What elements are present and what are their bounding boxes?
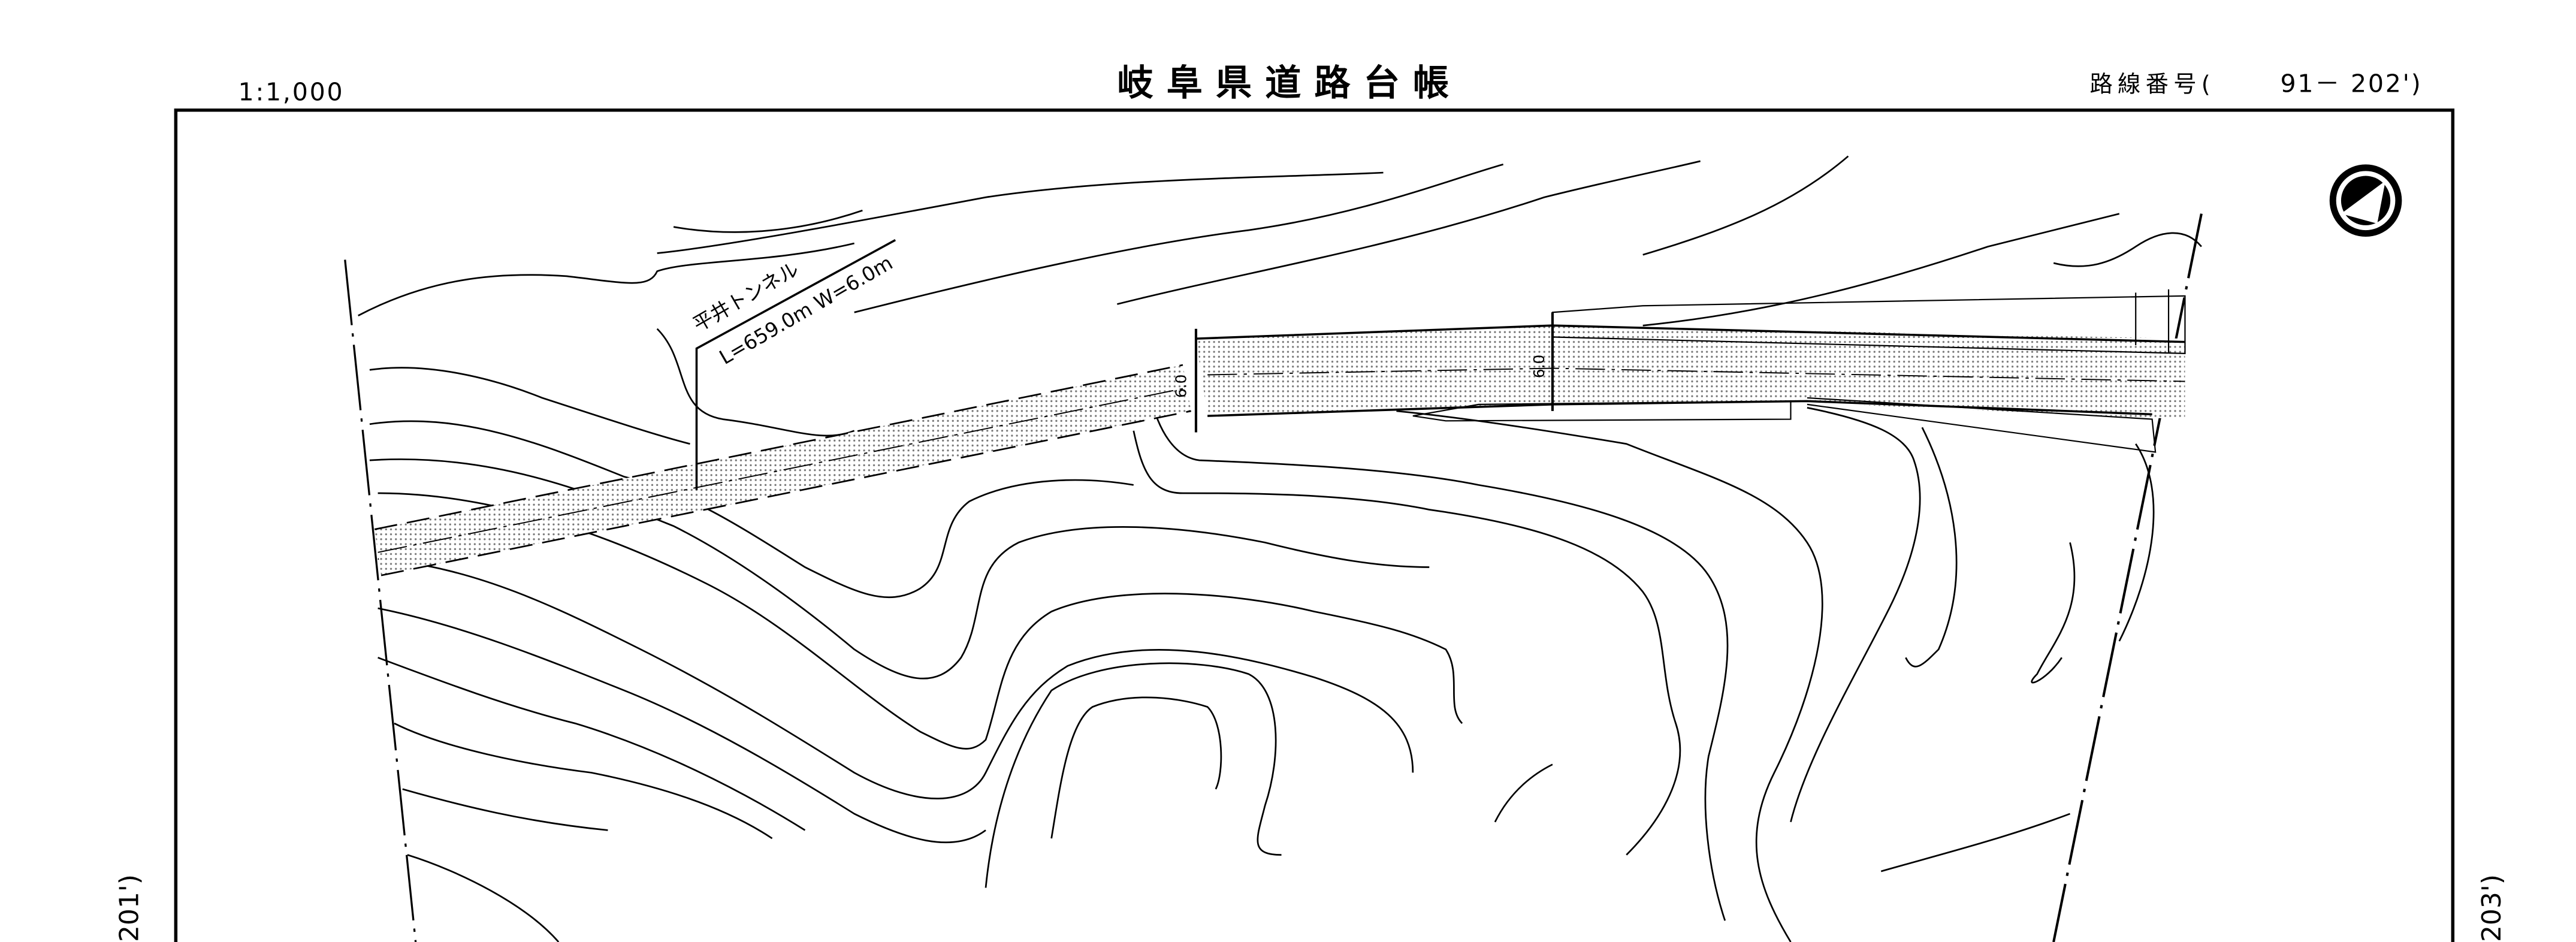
tunnel-leader-line: [695, 238, 896, 490]
tunnel: [374, 364, 1192, 576]
sheet-boundary-left: [344, 259, 417, 942]
contour-lines: [358, 155, 2202, 942]
page-title: 岐阜県道路台帳: [1117, 62, 1462, 104]
adjacent-sheet-left: 201'): [114, 874, 144, 942]
north-arrow-icon: [2329, 164, 2402, 237]
route-number: 91－ 202'): [2280, 70, 2422, 98]
map-frame: [174, 108, 2455, 942]
sheet-boundary-right: [2052, 213, 2203, 942]
adjacent-sheet-right: 203'): [2477, 874, 2507, 942]
route-label: 路線番号(: [2089, 71, 2215, 98]
road-width-label: 6.0: [1530, 355, 1548, 378]
road-width-label: 6.0: [1173, 375, 1190, 398]
scale-label: 1:1,000: [238, 77, 345, 106]
road: [1194, 289, 2186, 453]
